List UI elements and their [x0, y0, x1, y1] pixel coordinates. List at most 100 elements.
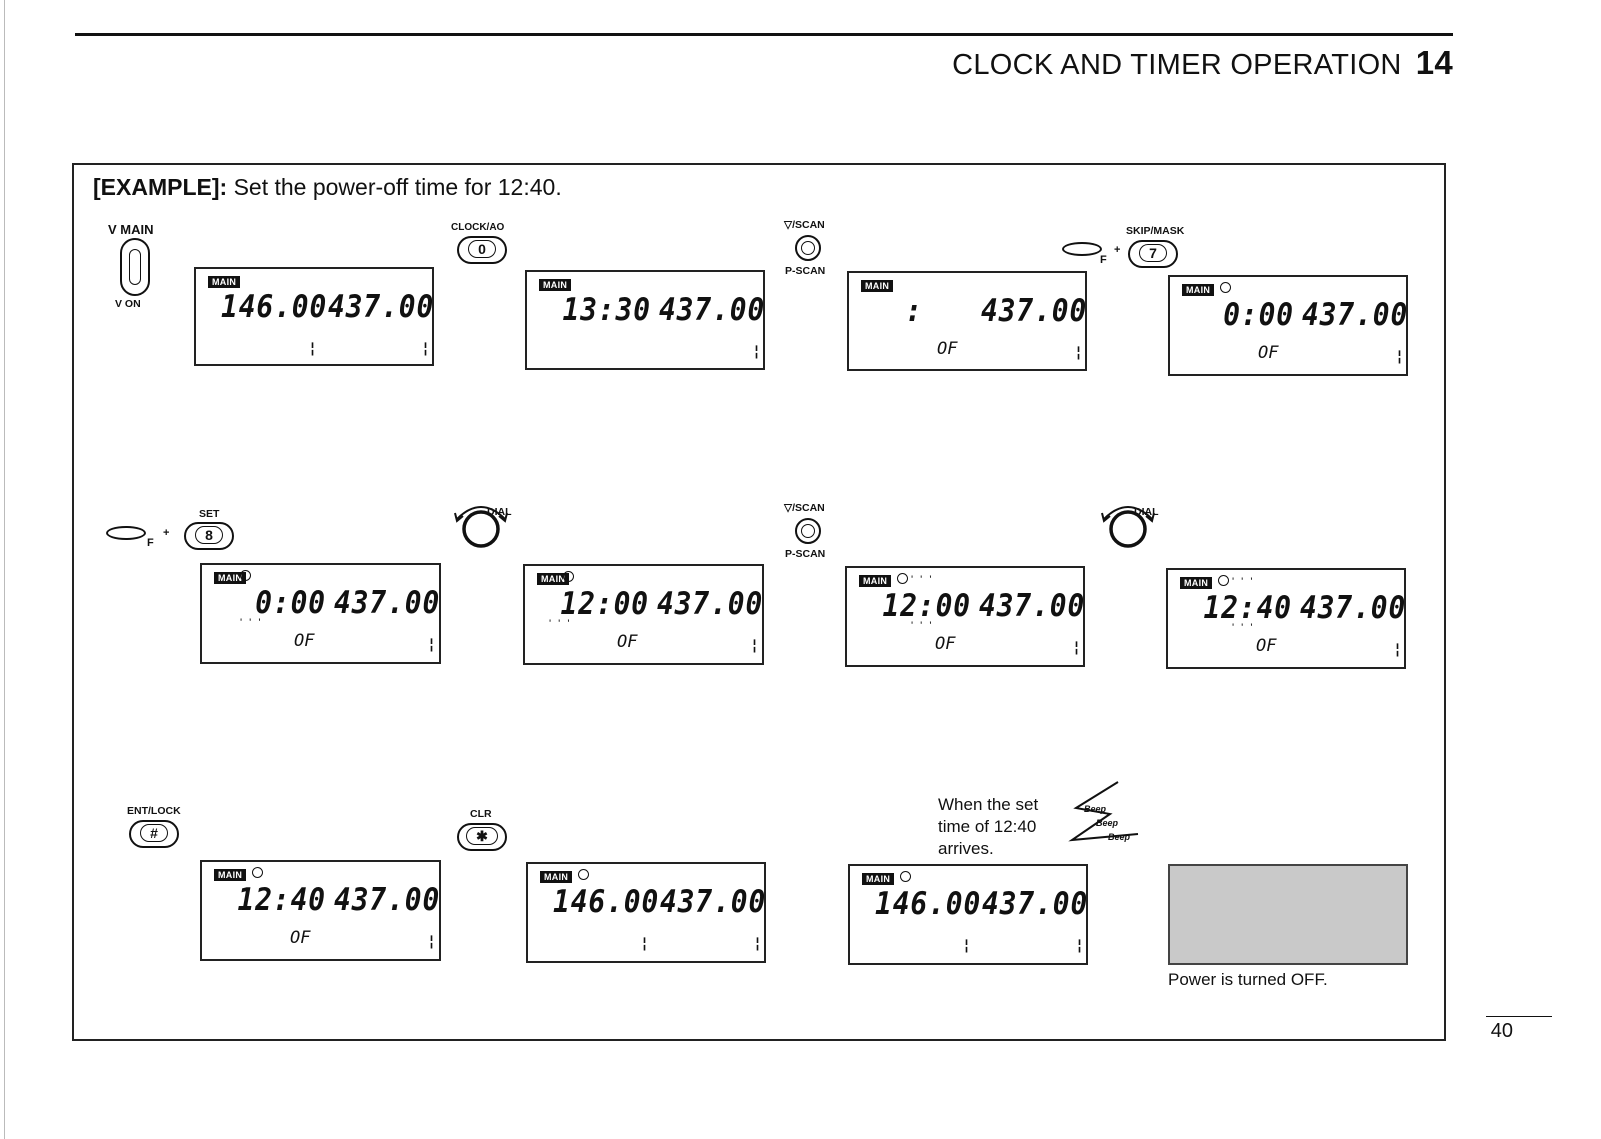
lcd-tick-mark: ¦ [1074, 343, 1084, 361]
dial-label: DIAL [1134, 506, 1159, 518]
lcd-display-4: MAIN 0:00 437.00 OF ¦ [1168, 275, 1408, 376]
lcd-tick-mark: ¦ [962, 936, 972, 954]
blink-marks: ' ' ' [911, 620, 934, 632]
lcd-display-8: MAIN ' ' ' 12:40 437.00 ' ' ' OF ¦ [1166, 568, 1406, 669]
clock-icon [563, 571, 574, 582]
beep-lightning-icon [1068, 781, 1139, 842]
lcd-right-readout: 437.00 [659, 292, 766, 328]
lcd-left-readout: 12:00 [882, 588, 971, 624]
page-number: 40 [1490, 1020, 1513, 1042]
clock-icon [1218, 575, 1229, 586]
example-text: Set the power-off time for 12:40. [233, 174, 562, 200]
scan-label: ▽/SCAN [784, 219, 825, 231]
lcd-tick-mark: ¦ [427, 635, 437, 653]
ent-key-button: # [129, 820, 179, 848]
plus-sign: + [1114, 244, 1121, 256]
beep-text-3: Beep [1108, 832, 1131, 842]
blink-marks: ' ' ' [240, 617, 263, 629]
lcd-right-readout: 437.00 [660, 884, 767, 920]
lcd-right-readout: 437.00 [334, 882, 441, 918]
plus-sign: + [163, 527, 170, 539]
main-badge: MAIN [214, 572, 247, 584]
pscan-label: P-SCAN [785, 548, 826, 560]
lcd-display-off [1168, 864, 1408, 965]
main-badge: MAIN [537, 573, 570, 585]
lcd-display-10: MAIN 146.00 437.00 ¦ ¦ [526, 862, 766, 963]
lcd-left-readout: 146.00 [875, 886, 982, 922]
main-badge: MAIN [539, 279, 572, 291]
dial-knob-icon [1101, 506, 1155, 548]
main-badge: MAIN [1180, 577, 1213, 589]
clock-key-text: 0 [468, 240, 496, 258]
main-badge: MAIN [214, 869, 247, 881]
lcd-tick-mark: ¦ [308, 339, 318, 357]
dial-knob-icon [454, 506, 508, 548]
lcd-left-readout: 13:30 [562, 292, 651, 328]
page-edge-line [4, 0, 5, 1139]
lcd-tick-mark: ¦ [1395, 347, 1405, 365]
lcd-tick-mark: ¦ [1393, 640, 1403, 658]
lcd-left-readout: : [905, 293, 923, 329]
ent-lock-label: ENT/LOCK [127, 805, 181, 817]
lcd-right-readout: 437.00 [979, 588, 1086, 624]
skip-key-button: 7 [1128, 240, 1178, 268]
lcd-display-11: MAIN 146.00 437.00 ¦ ¦ [848, 864, 1088, 965]
lcd-right-readout: 437.00 [982, 886, 1089, 922]
lcd-right-readout: 437.00 [981, 293, 1088, 329]
blink-marks: ' ' ' [1232, 576, 1255, 588]
lcd-tick-mark: ¦ [427, 932, 437, 950]
lcd-sub-readout: OF [290, 928, 311, 948]
lcd-tick-mark: ¦ [421, 339, 431, 357]
example-label: [EXAMPLE]: [93, 174, 228, 200]
beep-text-2: Beep [1096, 818, 1119, 828]
f-key-label: F [147, 537, 154, 549]
lcd-left-readout: 12:40 [237, 882, 326, 918]
main-badge: MAIN [859, 575, 892, 587]
clr-key-button: ✱ [457, 823, 507, 851]
set-key-button: 8 [184, 522, 234, 550]
chapter-number: 14 [1415, 44, 1453, 81]
main-badge: MAIN [208, 276, 241, 288]
scan-button-icon [795, 518, 821, 544]
ent-key-text: # [140, 824, 168, 842]
lcd-tick-mark: ¦ [1075, 936, 1085, 954]
lcd-display-9: MAIN 12:40 437.00 OF ¦ [200, 860, 441, 961]
lcd-sub-readout: OF [617, 632, 638, 652]
main-badge: MAIN [861, 280, 894, 292]
lcd-left-readout: 0:00 [255, 585, 326, 621]
lcd-left-readout: 12:40 [1203, 590, 1292, 626]
alarm-note-line-3: arrives. [938, 839, 994, 858]
f-key-icon [1062, 242, 1102, 256]
lcd-sub-readout: OF [1258, 343, 1279, 363]
lcd-left-readout: 146.00 [221, 289, 328, 325]
lcd-right-readout: 437.00 [657, 586, 764, 622]
scan-button-icon [795, 235, 821, 261]
pscan-label: P-SCAN [785, 265, 826, 277]
clock-icon [240, 570, 251, 581]
set-key-text: 8 [195, 526, 223, 544]
von-label: V ON [115, 298, 141, 310]
alarm-note: When the set time of 12:40 arrives. [938, 794, 1038, 860]
lcd-left-readout: 0:00 [1223, 297, 1294, 333]
clr-key-text: ✱ [466, 827, 498, 845]
lcd-tick-mark: ¦ [753, 934, 763, 952]
clr-label: CLR [470, 808, 492, 820]
clock-icon [1220, 282, 1231, 293]
blink-marks: ' ' ' [911, 574, 934, 586]
lcd-sub-readout: OF [294, 631, 315, 651]
blink-marks: ' ' ' [549, 618, 572, 630]
example-heading: [EXAMPLE]: Set the power-off time for 12… [93, 174, 562, 201]
set-label: SET [199, 508, 220, 520]
lcd-right-readout: 437.00 [328, 289, 435, 325]
main-badge: MAIN [540, 871, 573, 883]
page-number-rule [1486, 1016, 1552, 1017]
example-frame [72, 163, 1446, 1041]
lcd-sub-readout: OF [935, 634, 956, 654]
lcd-display-7: MAIN ' ' ' 12:00 437.00 ' ' ' OF ¦ [845, 566, 1085, 667]
lcd-right-readout: 437.00 [334, 585, 441, 621]
lcd-display-1: MAIN 146.00 437.00 ¦ ¦ [194, 267, 434, 366]
main-badge: MAIN [862, 873, 895, 885]
clock-key-button: 0 [457, 236, 507, 264]
clock-icon [252, 867, 263, 878]
